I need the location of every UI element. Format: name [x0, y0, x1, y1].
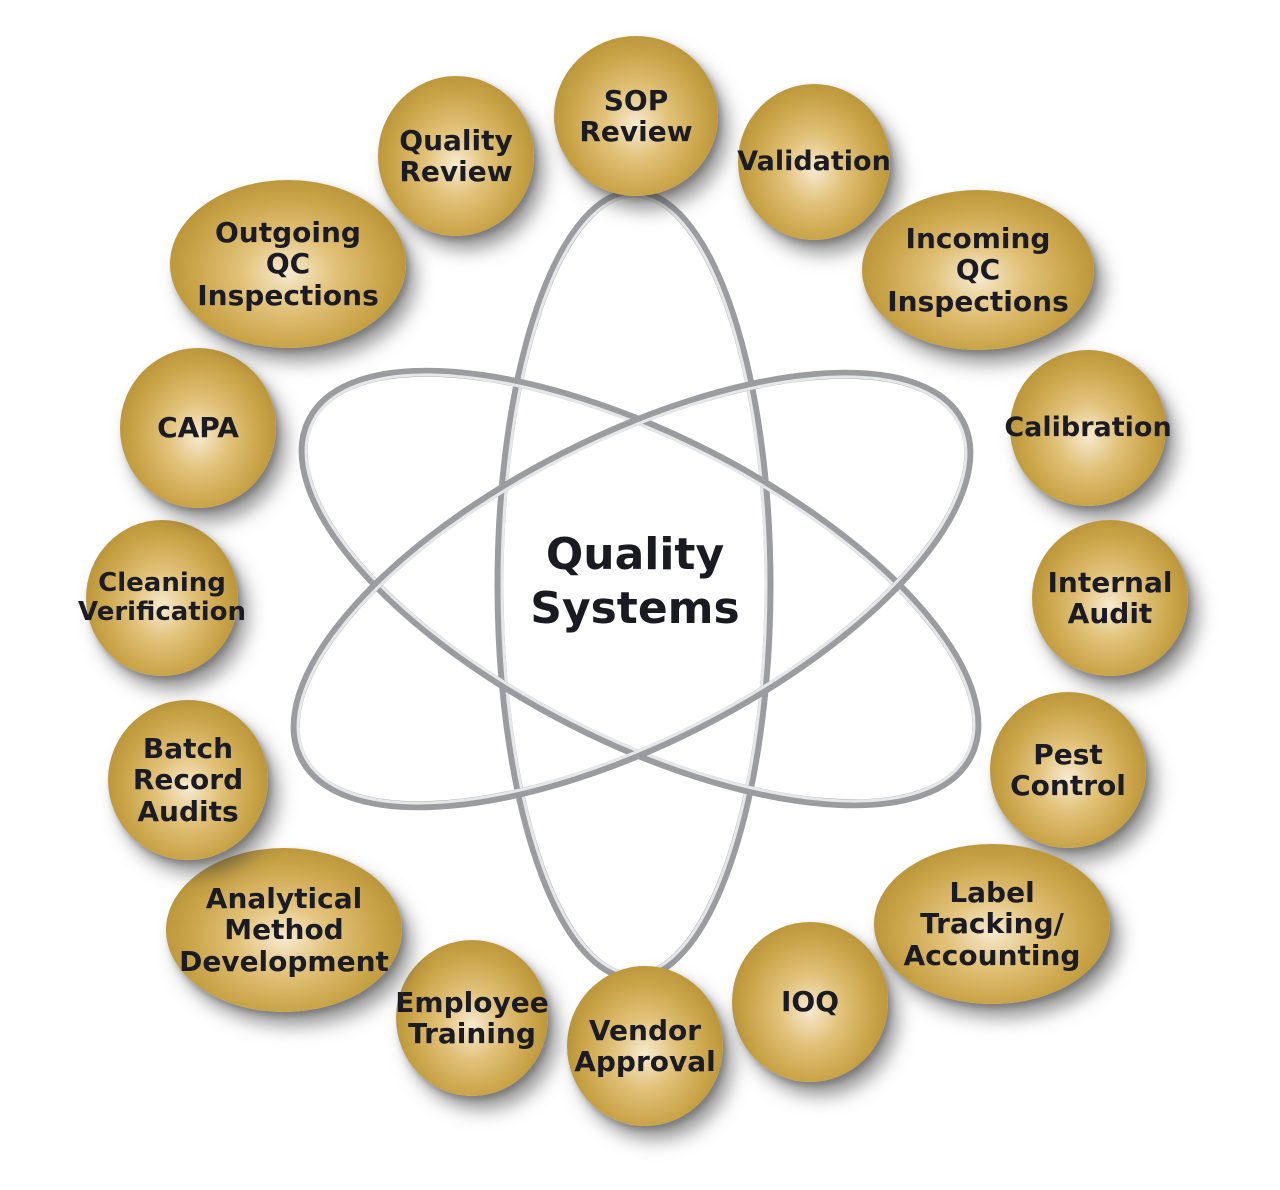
node-cleaning-verification: Cleaning Verification — [78, 520, 246, 676]
node-label: Employee Training — [395, 985, 549, 1050]
node-label: Outgoing QC Inspections — [197, 215, 379, 312]
node-label: Cleaning Verification — [78, 567, 247, 627]
node-internal-audit: Internal Audit — [1032, 520, 1188, 676]
node-outgoing-qc-inspections: Outgoing QC Inspections — [170, 180, 406, 348]
node-label: Analytical Method Development — [179, 881, 389, 978]
node-label: Pest Control — [1010, 737, 1126, 802]
node-label: Internal Audit — [1047, 565, 1173, 630]
node-ioq: IOQ — [732, 922, 888, 1082]
center-title: Quality Systems — [530, 529, 740, 634]
node-label: CAPA — [157, 411, 239, 445]
node-pest-control: Pest Control — [990, 692, 1146, 848]
node-validation: Validation — [737, 84, 891, 240]
orbit-diagonal-up — [290, 369, 974, 811]
node-capa: CAPA — [120, 348, 276, 508]
node-label: SOP Review — [579, 83, 693, 148]
node-vendor-approval: Vendor Approval — [567, 966, 723, 1126]
node-label-tracking-accounting: Label Tracking/ Accounting — [874, 844, 1110, 1004]
orbit-diagonal-down — [298, 367, 982, 809]
node-batch-record-audits: Batch Record Audits — [108, 700, 268, 860]
node-label: Batch Record Audits — [132, 731, 244, 828]
node-employee-training: Employee Training — [395, 940, 549, 1096]
node-calibration: Calibration — [1004, 350, 1172, 506]
node-sop-review: SOP Review — [554, 36, 718, 196]
node-label: Calibration — [1004, 411, 1172, 443]
node-label: Incoming QC Inspections — [887, 221, 1069, 318]
node-analytical-method-development: Analytical Method Development — [166, 848, 402, 1012]
node-label: Vendor Approval — [574, 1013, 716, 1078]
node-label: Validation — [737, 145, 891, 177]
node-quality-review: Quality Review — [378, 76, 534, 236]
node-incoming-qc-inspections: Incoming QC Inspections — [862, 190, 1094, 350]
node-label: IOQ — [780, 985, 840, 1019]
node-label: Label Tracking/ Accounting — [903, 875, 1081, 972]
node-label: Quality Review — [399, 123, 513, 188]
